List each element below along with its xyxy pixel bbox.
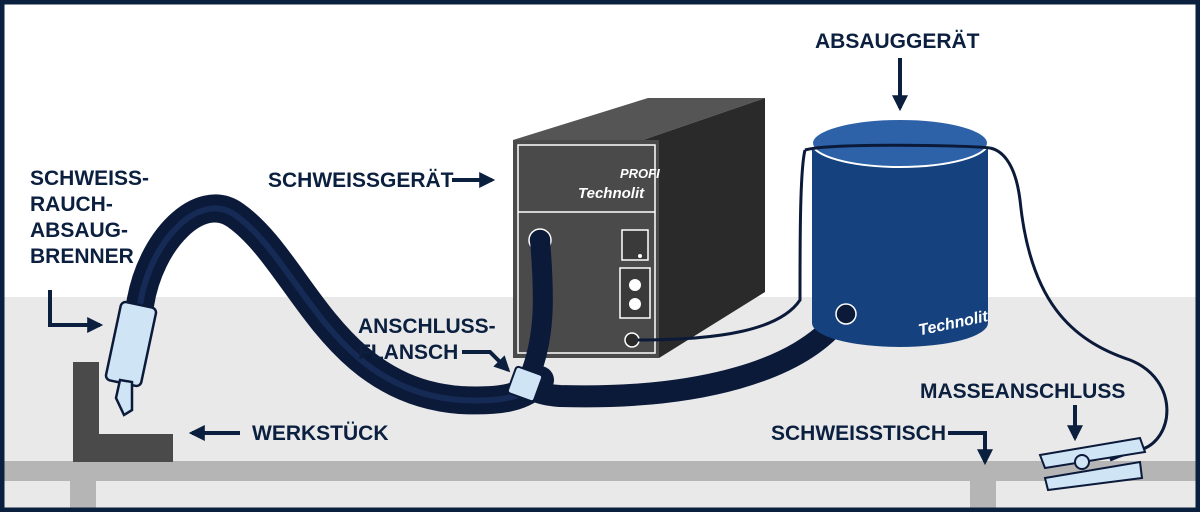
workpiece-shape [73,362,173,462]
connection-flange [506,365,544,403]
extraction-hose [521,307,851,408]
welder-hose [518,230,553,390]
extractor-label: ABSAUGGERÄT [815,30,980,53]
welding-table [0,461,1200,512]
welder-brand-logo: Technolit [578,185,645,202]
torch-label-line2: RAUCH- [30,193,113,216]
welder-model-label: PROFI [620,166,660,181]
welder-display [621,229,649,261]
welder-label: SCHWEISSGERÄT [268,169,454,192]
torch-label-line3: ABSAUG- [30,219,128,242]
flange-arrow [462,350,511,373]
ground-clamp [1038,436,1147,492]
welder-ground-socket [624,332,640,348]
fume-extraction-torch [104,300,158,417]
fume-extractor: Technolit [811,118,990,347]
torch-label-line1: SCHWEISS- [30,167,149,190]
torch-label-line4: BRENNER [30,245,134,268]
table-label: SCHWEISSTISCH [771,422,946,445]
ground-label: MASSEANSCHLUSS [920,380,1125,403]
torch-arrow [48,290,104,333]
flange-label-line2: FLANSCH [358,341,458,364]
welder-ground-wire [637,149,807,342]
welder-knob-upper [629,279,641,291]
table-arrow [948,431,993,466]
welder-knob-lower [629,298,641,310]
extractor-inlet [835,303,857,325]
workpiece-label: WERKSTÜCK [252,422,389,445]
flange-label-line1: ANSCHLUSS- [358,315,496,338]
